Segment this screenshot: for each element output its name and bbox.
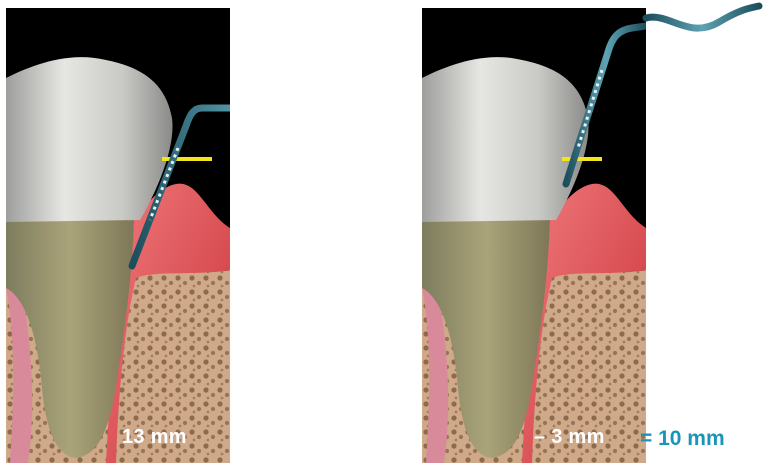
pocket-depth-label: 13 mm xyxy=(122,426,187,449)
probe-handle-extension xyxy=(609,0,769,40)
attachment-loss-result: = 10 mm xyxy=(640,427,725,451)
probing-illustration-right xyxy=(422,8,646,463)
right-panel: – 3 mm xyxy=(422,8,646,463)
recession-label: – 3 mm xyxy=(534,426,605,449)
left-panel: 13 mm xyxy=(6,8,230,463)
tooth-crown xyxy=(422,57,589,222)
probing-illustration-left xyxy=(6,8,230,463)
tooth-crown xyxy=(6,57,173,222)
